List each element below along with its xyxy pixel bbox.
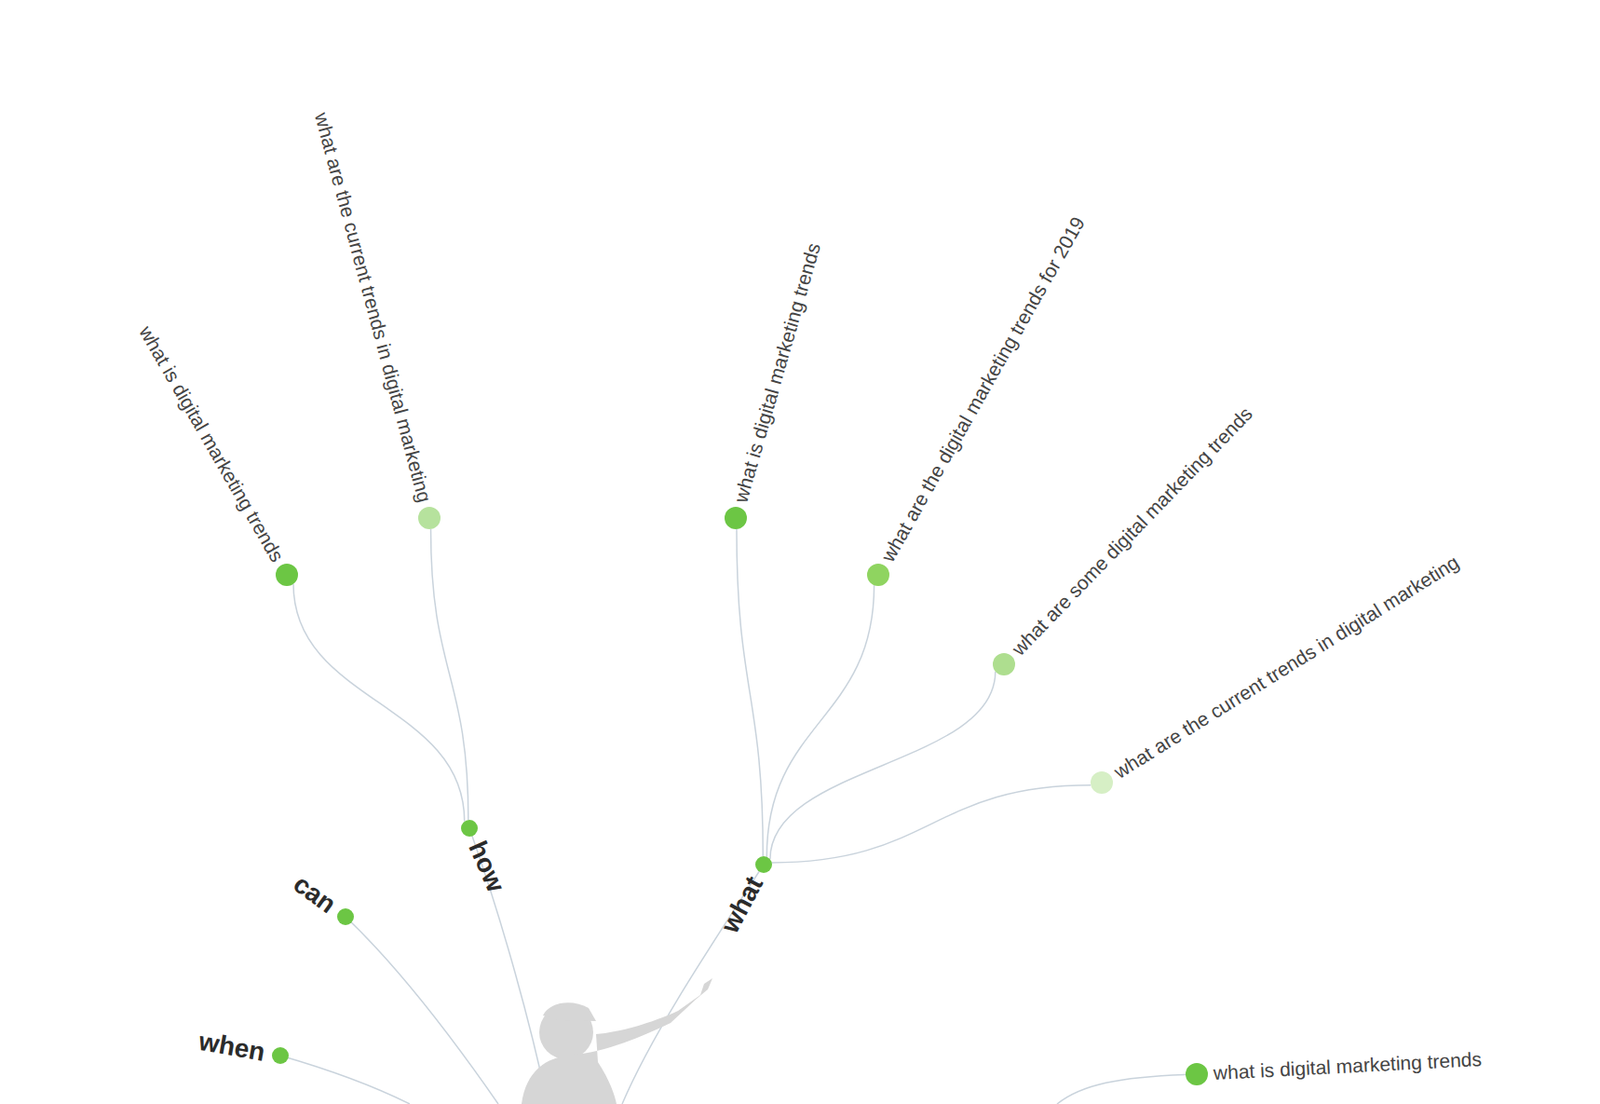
branch-node: how (461, 819, 478, 837)
hub-line (1057, 1073, 1197, 1104)
keyword-text: what are some digital marketing trends (1006, 402, 1258, 661)
branch-link (736, 528, 763, 856)
branch-word: what (714, 870, 771, 938)
keyword-text: what is digital marketing trends (1212, 1046, 1482, 1085)
branch-link (293, 583, 465, 822)
keyword-node: what are some digital marketing trends (992, 652, 1016, 676)
branch-word: how (461, 836, 512, 897)
branch-node: can (337, 908, 354, 925)
figure-silhouette (521, 977, 713, 1104)
branch-link (431, 528, 469, 820)
branch-word: when (196, 1025, 268, 1069)
keyword-text: what are the current trends in digital m… (1110, 550, 1465, 784)
keyword-node: what are the current trends in digital m… (418, 506, 441, 529)
hub-line (280, 1055, 410, 1104)
hub-line (345, 916, 499, 1104)
keyword-node: what are the current trends in digital m… (1090, 771, 1113, 794)
keyword-node: what is digital marketing trends (1185, 1062, 1208, 1085)
keyword-node: what are the digital marketing trends fo… (867, 563, 890, 586)
branch-node: when (271, 1046, 289, 1064)
keyword-node: what is digital marketing trends (275, 563, 299, 586)
keyword-text: what are the current trends in digital m… (309, 109, 436, 505)
branch-word: can (286, 867, 342, 921)
keyword-text: what is digital marketing trends (729, 240, 827, 505)
keyword-text: what is digital marketing trends (134, 321, 289, 566)
branch-link (766, 584, 874, 856)
branch-link (770, 671, 996, 860)
branch-link (772, 785, 1092, 863)
keyword-node: what is digital marketing trends (724, 506, 747, 529)
branch-node: what (755, 855, 773, 873)
keyword-text: what are the digital marketing trends fo… (876, 212, 1090, 566)
